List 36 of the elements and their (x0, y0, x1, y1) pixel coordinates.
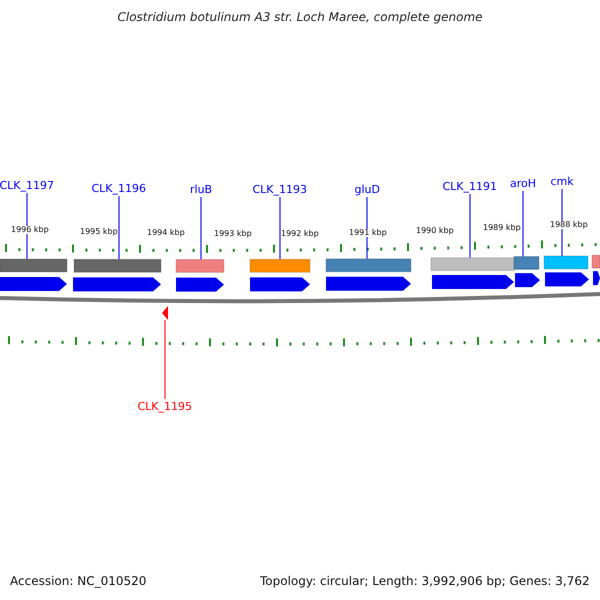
gene-feature (0, 258, 68, 291)
scale-label: 1991 kbp (349, 229, 387, 237)
footer-text: Topology: circular; Length: 3,992,906 bp; Genes: 3,762 (260, 575, 590, 587)
gene-label: CLK_1193 (252, 184, 308, 195)
scale-label: 1992 kbp (281, 230, 319, 238)
gene-feature (514, 256, 540, 288)
leader-line (522, 190, 524, 257)
scale-label: 1988 kbp (550, 221, 588, 229)
gene-feature (430, 257, 514, 289)
gene-label: gluD (354, 184, 380, 195)
leader-line (366, 196, 368, 260)
scale-label: 1993 kbp (214, 230, 252, 238)
gene-label: CLK_1196 (92, 183, 146, 194)
gene-feature (326, 258, 412, 291)
scale-label: 1995 kbp (80, 228, 118, 236)
gene-label: CLK_1197 (0, 180, 54, 191)
diagram-title: Clostridium botulinum A3 str. Loch Maree, complete genome (118, 11, 483, 23)
scale-label: 1989 kbp (483, 224, 521, 232)
leader-line (200, 196, 202, 260)
gene-feature (250, 258, 310, 292)
scale-label: 1996 kbp (11, 226, 49, 234)
gene-label: CLK_1191 (442, 181, 498, 192)
scale-label: 1990 kbp (416, 227, 454, 235)
gene-label: CLK_1195 (138, 401, 192, 412)
gene-label: aroH (510, 178, 536, 189)
gene-feature (73, 258, 162, 292)
gene-arrow (162, 306, 168, 320)
gene-label: rluB (190, 184, 212, 195)
gene-feature (544, 255, 589, 286)
scale-label: 1994 kbp (147, 229, 185, 237)
gene-label: cmk (550, 176, 574, 187)
leader-line (118, 196, 120, 260)
leader-line (26, 192, 28, 260)
footer-text: Accession: NC_010520 (10, 575, 146, 587)
leader-line (164, 320, 166, 400)
gene-feature (176, 258, 224, 292)
